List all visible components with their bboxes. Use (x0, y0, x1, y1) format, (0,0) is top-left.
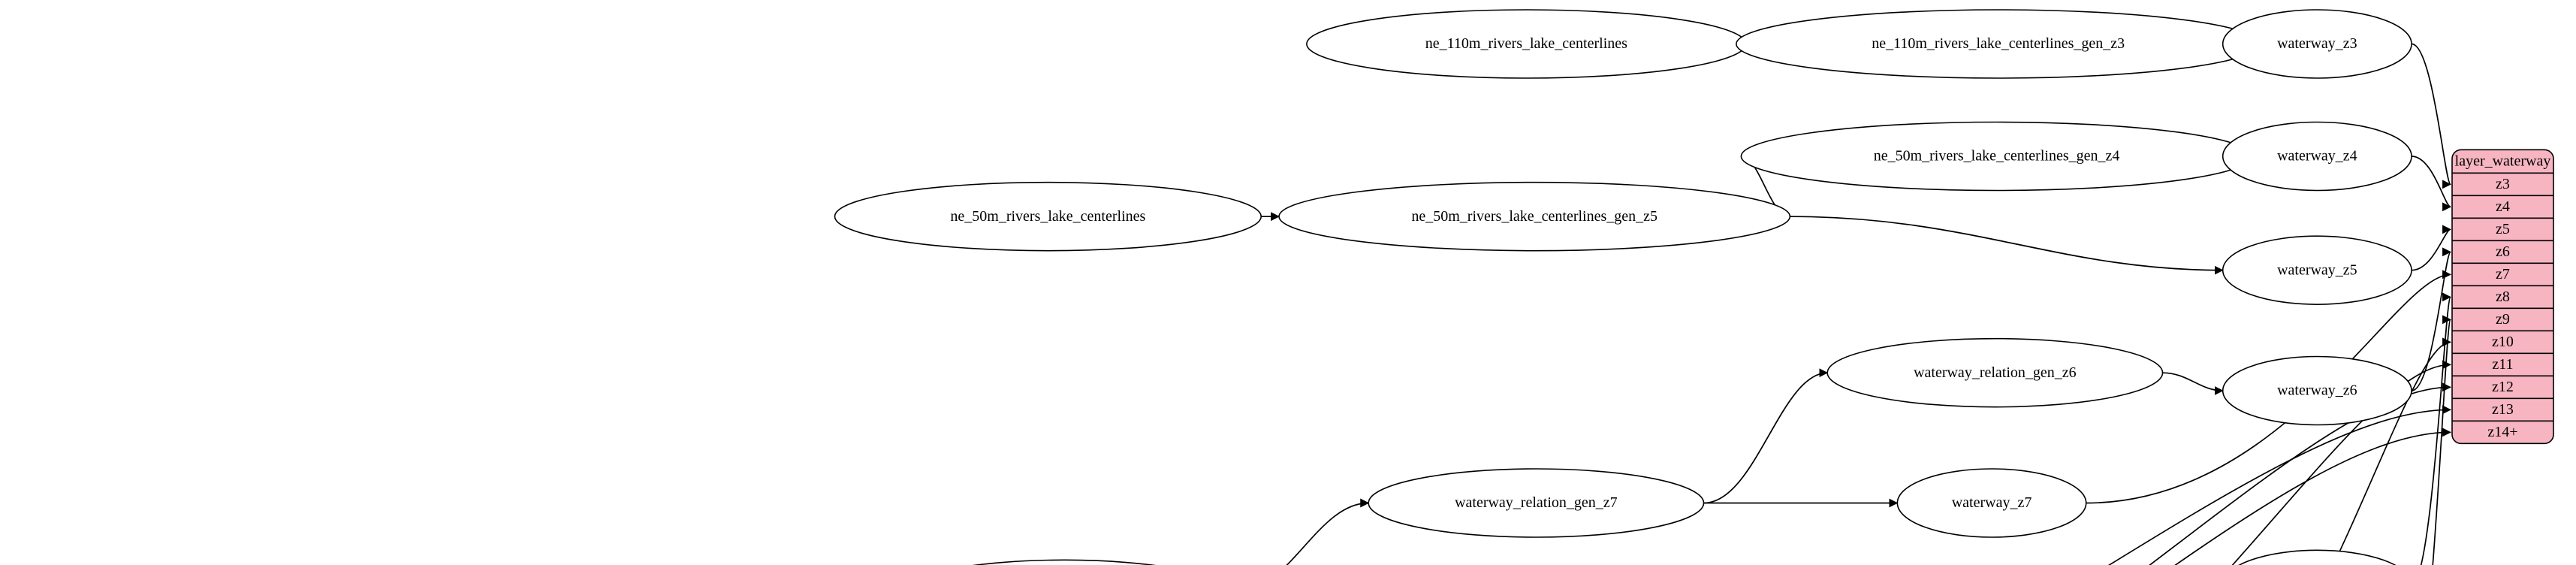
graph-edge (2332, 337, 2451, 565)
legend-cell-label: z3 (2496, 176, 2510, 192)
legend-table: layer_waterway z3 z4 z5 z6 z7 z8 z9 z10 z11 z12 z13… (2451, 149, 2554, 445)
graph-edge (2149, 382, 2451, 565)
legend-cell-label: z6 (2496, 243, 2510, 260)
node-label: waterway_z3 (2277, 35, 2357, 52)
graph-edge (2107, 405, 2451, 565)
node-label: ne_50m_rivers_lake_centerlines (950, 208, 1145, 225)
graph-node-ne_50m_rivers_lake_centerlines_gen_z5[interactable]: ne_50m_rivers_lake_centerlines_gen_z5 (1278, 181, 1791, 252)
node-label: ne_50m_rivers_lake_centerlines_gen_z4 (1874, 148, 2120, 165)
graph-edge (2411, 156, 2451, 212)
node-shape (2222, 9, 2412, 79)
legend-cell-label: z11 (2492, 356, 2513, 373)
legend-cell-label: z4 (2496, 198, 2510, 215)
node-shape (2238, 549, 2397, 565)
graph-node-ne_50m_rivers_lake_centerlines_gen_z4[interactable]: ne_50m_rivers_lake_centerlines_gen_z4 (1740, 121, 2253, 192)
node-shape (2222, 235, 2412, 305)
graph-node-waterway_relation_gen_z8[interactable]: waterway_relation_gen_z8 (897, 559, 1232, 565)
node-label: waterway_relation_gen_z7 (1455, 494, 1618, 511)
legend-cell-label: z9 (2496, 311, 2510, 328)
node-shape (834, 181, 1262, 252)
node-label: waterway_relation_gen_z6 (1914, 364, 2077, 381)
legend-cell-label: z5 (2496, 221, 2510, 237)
node-label: waterway_z6 (2277, 382, 2357, 399)
graph-node-waterway_relation_gen_z6[interactable]: waterway_relation_gen_z6 (1826, 337, 2164, 408)
legend-cell-label: z8 (2496, 289, 2510, 305)
node-label: waterway_z4 (2277, 148, 2357, 165)
graph-edge (2162, 372, 2224, 395)
node-label: ne_110m_rivers_lake_centerlines (1425, 35, 1627, 52)
legend-background (2451, 149, 2554, 445)
graph-node-ne_110m_rivers_lake_centerlines[interactable]: ne_110m_rivers_lake_centerlines (1306, 9, 1747, 79)
graph-node-ne_50m_rivers_lake_centerlines[interactable]: ne_50m_rivers_lake_centerlines (834, 181, 1262, 252)
edges-layer (1261, 39, 2451, 565)
node-shape (1896, 468, 2087, 538)
node-shape (2222, 121, 2412, 192)
graph-node-waterway_z8[interactable]: waterway_z8 (2223, 549, 2412, 565)
node-shape (1368, 468, 1705, 538)
graph-edge (2174, 428, 2451, 565)
graph-edge (1703, 368, 1829, 504)
node-label: waterway_z5 (2277, 261, 2357, 278)
graph-edge (2420, 292, 2451, 565)
node-label: ne_50m_rivers_lake_centerlines_gen_z5 (1411, 208, 1658, 225)
graph-node-ne_110m_rivers_lake_centerlines_gen_z3[interactable]: ne_110m_rivers_lake_centerlines_gen_z3 (1736, 9, 2261, 79)
legend-cell-label: z7 (2496, 266, 2510, 282)
legend-cell-label: z12 (2492, 379, 2514, 395)
legend-cell-label: z14+ (2487, 424, 2517, 440)
legend-title: layer_waterway (2455, 153, 2551, 169)
node-label: waterway_z7 (1952, 494, 2032, 511)
graph-node-waterway_z5[interactable]: waterway_z5 (2222, 235, 2412, 305)
legend-cell-label: z13 (2492, 401, 2514, 418)
graph-node-waterway_relation_gen_z7[interactable]: waterway_relation_gen_z7 (1368, 468, 1705, 538)
graph-edge (1790, 216, 2224, 275)
node-shape (1278, 181, 1791, 252)
graph-node-waterway_z3[interactable]: waterway_z3 (2222, 9, 2412, 79)
node-shape (1826, 337, 2164, 408)
node-label: ne_110m_rivers_lake_centerlines_gen_z3 (1872, 35, 2125, 52)
graph-edge (2411, 43, 2451, 189)
graph-edge (2411, 225, 2451, 271)
node-shape (2222, 355, 2412, 426)
graph-edge (2432, 316, 2451, 565)
graph-edge (2411, 247, 2451, 391)
graph-node-waterway_z4[interactable]: waterway_z4 (2222, 121, 2412, 192)
graph-node-waterway_z7[interactable]: waterway_z7 (1896, 468, 2087, 538)
legend-cell-label: z10 (2492, 334, 2514, 350)
graph-edge (1286, 498, 1370, 565)
node-shape (972, 559, 1157, 565)
graph-node-waterway_z6[interactable]: waterway_z6 (2222, 355, 2412, 426)
nodes-layer: imposm3osm_waterway_relationosm_waterway… (834, 9, 2412, 565)
